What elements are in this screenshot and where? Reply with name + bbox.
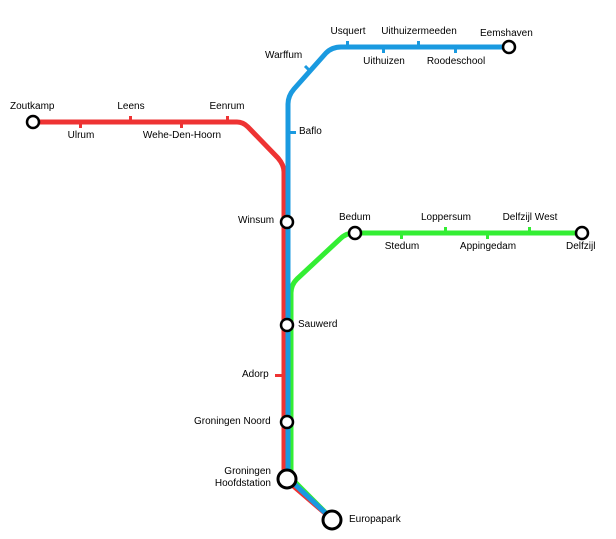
label-usquert: Usquert xyxy=(330,26,366,37)
station-groningen-hoofdstation xyxy=(276,468,298,490)
label-eenrum: Eenrum xyxy=(209,101,245,112)
label-leens: Leens xyxy=(117,101,145,112)
tick-delfzijl-west xyxy=(528,227,531,233)
tick-uithuizen xyxy=(382,47,385,53)
stations xyxy=(25,39,590,531)
tick-usquert xyxy=(346,41,349,47)
label-stedum: Stedum xyxy=(384,241,420,252)
green-line xyxy=(288,227,582,522)
green-line-track xyxy=(288,230,582,522)
tick-ulrum xyxy=(79,122,82,128)
station-zoutkamp xyxy=(25,114,41,130)
label-roodeschool: Roodeschool xyxy=(426,56,486,67)
label-ulrum: Ulrum xyxy=(67,130,95,141)
label-loppersum: Loppersum xyxy=(420,212,472,223)
station-sauwerd xyxy=(279,317,295,333)
station-winsum xyxy=(279,214,295,230)
label-appingedam: Appingedam xyxy=(459,241,517,252)
label-delfzijl-west: Delfzijl West xyxy=(502,212,558,223)
label-groningen-hoofdstation: Groningen Hoofdstation xyxy=(196,466,271,490)
label-winsum: Winsum xyxy=(238,215,275,226)
label-groningen-noord: Groningen Noord xyxy=(194,416,271,427)
tick-stedum xyxy=(400,233,403,239)
station-europapark xyxy=(321,509,343,531)
tick-leens xyxy=(129,116,132,122)
tick-warffum xyxy=(303,64,311,72)
blue-line-track xyxy=(285,44,509,522)
tick-baflo xyxy=(290,131,296,134)
label-sauwerd: Sauwerd xyxy=(298,319,338,330)
tick-appingedam xyxy=(486,233,489,239)
station-eemshaven xyxy=(501,39,517,55)
station-delfzijl xyxy=(574,225,590,241)
label-europapark: Europapark xyxy=(349,514,401,525)
tick-uithuizermeeden xyxy=(417,41,420,47)
label-groningen-hoofdstation-line1: Groningen xyxy=(224,466,271,477)
blue-line xyxy=(285,41,509,522)
label-zoutkamp: Zoutkamp xyxy=(10,101,55,112)
station-bedum xyxy=(347,225,363,241)
tick-eenrum xyxy=(226,116,229,122)
tick-adorp xyxy=(275,374,282,377)
label-groningen-hoofdstation-line2: Hoofdstation xyxy=(214,478,271,489)
label-uithuizermeeden: Uithuizermeeden xyxy=(381,26,457,37)
tick-wehe-den-hoorn xyxy=(180,122,183,128)
label-bedum: Bedum xyxy=(339,212,371,223)
label-adorp: Adorp xyxy=(242,369,269,380)
red-line-track xyxy=(33,119,335,522)
label-eemshaven: Eemshaven xyxy=(480,28,533,39)
tick-roodeschool xyxy=(454,47,457,53)
label-uithuizen: Uithuizen xyxy=(363,56,405,67)
label-warffum: Warffum xyxy=(265,50,303,61)
label-baflo: Baflo xyxy=(299,126,322,137)
tick-loppersum xyxy=(444,227,447,233)
station-groningen-noord xyxy=(279,414,295,430)
red-line xyxy=(33,116,335,522)
label-delfzijl: Delfzijl xyxy=(566,241,596,252)
label-wehe-den-hoorn: Wehe-Den-Hoorn xyxy=(142,130,222,141)
